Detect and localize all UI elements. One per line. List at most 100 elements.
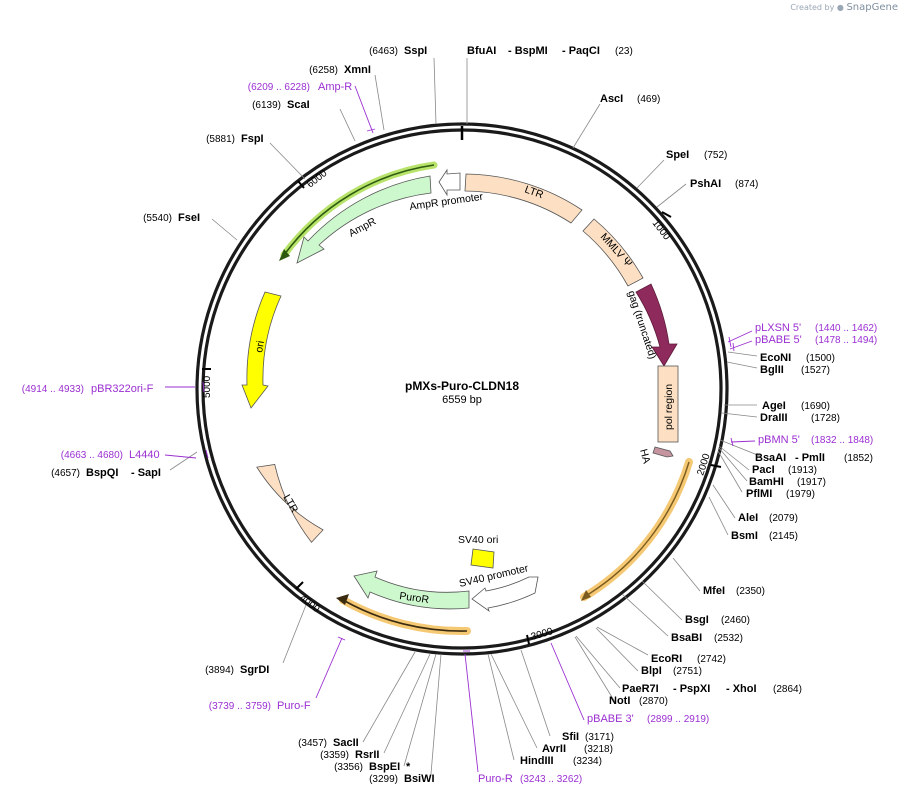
enzyme-econi: EcoNI — [760, 352, 791, 364]
enzyme-bsgi-pos: (2460) — [721, 615, 750, 626]
plasmid-name: pMXs-Puro-CLDN18 — [405, 379, 519, 393]
enzyme-asci-pos: (469) — [637, 94, 660, 105]
primer-pbr322ori-f-pos: (4914 .. 4933) — [22, 384, 84, 395]
enzyme-spei-pos: (752) — [704, 150, 727, 161]
enzyme-pmli: - PmlI — [795, 452, 825, 464]
enzyme-bamhi-pos: (1917) — [797, 477, 826, 488]
enzyme-bspei-star: * — [406, 761, 411, 773]
enzyme-bspei: BspEI — [369, 761, 400, 773]
primer-plxsn-5: pLXSN 5' — [755, 322, 801, 334]
enzyme-sapi: - SapI — [131, 467, 161, 479]
feature-mmlv-psi — [582, 218, 644, 287]
enzyme-pshai-pos: (874) — [735, 179, 758, 190]
label-ori: ori — [253, 340, 267, 354]
enzyme-bsabi-pos: (2532) — [714, 633, 743, 644]
enzyme-xmni: XmnI — [344, 64, 371, 76]
enzyme-blpi: BlpI — [641, 665, 662, 677]
enzyme-mfei-pos: (2350) — [736, 586, 765, 597]
primer-pbmn-5: pBMN 5' — [758, 434, 800, 446]
enzyme-draiii-pos: (1728) — [811, 413, 840, 424]
features — [241, 168, 679, 613]
feature-ampr — [296, 175, 432, 264]
enzyme-noti: NotI — [609, 695, 630, 707]
enzyme-hindiii: HindIII — [520, 755, 554, 767]
feature-ampr-promoter — [438, 168, 461, 197]
plasmid-size: 6559 bp — [442, 394, 482, 406]
enzyme-xhoi: - XhoI — [726, 683, 757, 695]
ampr-highlight — [279, 161, 438, 261]
enzyme-bglii-pos: (1527) — [801, 365, 830, 376]
primer-pbabe-3: pBABE 3' — [587, 713, 634, 725]
feature-ori — [241, 291, 282, 409]
feature-ltr-2 — [256, 464, 324, 543]
highlight-arc-2-line — [342, 599, 468, 632]
credit-brand: SnapGene — [846, 2, 898, 13]
primer-amp-r: Amp-R — [318, 81, 352, 93]
enzyme-blpi-pos: (2751) — [673, 666, 702, 677]
enzyme-pmli-pos: (1852) — [844, 453, 873, 464]
enzyme-fspi: FspI — [241, 133, 264, 145]
enzyme-bsiwi: BsiWI — [404, 773, 435, 785]
enzyme-noti-pos: (2870) — [639, 696, 668, 707]
enzyme-avrii: AvrII — [542, 743, 566, 755]
enzyme-bamhi: BamHI — [749, 476, 784, 488]
label-ltr-2: LTR — [280, 493, 300, 516]
enzyme-pflmi-pos: (1979) — [786, 489, 815, 500]
primer-pbabe-5: pBABE 5' — [755, 334, 802, 346]
credit-prefix: Created by — [790, 3, 835, 12]
enzyme-sfii: SfiI — [562, 731, 579, 743]
highlight-arrow-1 — [581, 590, 591, 601]
enzyme-bsaai: BsaAI — [755, 452, 786, 464]
enzyme-bfuai: BfuAI — [467, 45, 496, 57]
enzyme-fspi-pos: (5881) — [206, 134, 235, 145]
primer-puro-r: Puro-R — [478, 773, 513, 785]
enzyme-paci: PacI — [752, 464, 775, 476]
enzyme-pflmi: PflMI — [746, 488, 772, 500]
enzyme-rsrii: RsrII — [355, 749, 379, 761]
enzyme-xmni-pos: (6258) — [309, 65, 338, 76]
enzyme-sspi-pos: (6463) — [369, 46, 398, 57]
enzyme-agei: AgeI — [762, 400, 786, 412]
enzyme-xhoi-pos: (2864) — [773, 684, 802, 695]
enzyme-sfii-pos: (3171) — [585, 732, 614, 743]
enzyme-bsmi: BsmI — [731, 530, 758, 542]
enzyme-pshai: PshAI — [690, 178, 721, 190]
highlight-arcs — [336, 458, 693, 636]
enzyme-hindiii-pos: (3234) — [573, 756, 602, 767]
enzyme-paer7i: PaeR7I — [622, 683, 659, 695]
label-pol-region: pol region — [663, 384, 675, 430]
enzyme-paqci-pos: (23) — [615, 46, 633, 57]
feature-ltr-1 — [464, 173, 583, 224]
primer-plxsn-5-pos: (1440 .. 1462) — [815, 323, 877, 334]
feature-sv40-ori — [470, 548, 495, 569]
snapgene-logo-icon: ● — [836, 3, 844, 12]
enzyme-sgrdi-pos: (3894) — [205, 665, 234, 676]
enzyme-pspxi: - PspXI — [673, 683, 710, 695]
enzyme-scai-pos: (6139) — [252, 100, 281, 111]
enzyme-sacii: SacII — [333, 737, 359, 749]
enzyme-avrii-pos: (3218) — [584, 744, 613, 755]
highlight-arrow-2 — [336, 594, 349, 605]
feature-puror — [353, 570, 470, 610]
primer-leaders — [164, 85, 756, 773]
feature-gag — [635, 283, 678, 367]
enzyme-bspqi: BspQI — [86, 467, 118, 479]
enzyme-rsrii-pos: (3359) — [320, 750, 349, 761]
enzyme-alei-pos: (2079) — [769, 513, 798, 524]
primer-pbabe-5-pos: (1478 .. 1494) — [815, 335, 877, 346]
enzyme-ecori-pos: (2742) — [697, 654, 726, 665]
primer-puro-r-pos: (3243 .. 3262) — [520, 774, 582, 785]
primer-amp-r-pos: (6209 .. 6228) — [248, 82, 310, 93]
enzyme-paqci: - PaqCI — [562, 45, 600, 57]
enzyme-fsei: FseI — [178, 212, 200, 224]
snapgene-credit: Created by ● SnapGene — [790, 2, 898, 13]
feature-sv40-promoter — [471, 576, 539, 613]
enzyme-scai: ScaI — [287, 99, 310, 111]
enzyme-bglii: BglII — [760, 364, 784, 376]
enzyme-sacii-pos: (3457) — [298, 738, 327, 749]
enzyme-sspi: SspI — [404, 45, 427, 57]
enzyme-bsgi: BsgI — [685, 614, 709, 626]
enzyme-labels: (6463) SspI BfuAI - BspMI - PaqCI (23) (… — [51, 45, 873, 785]
enzyme-leaders — [169, 57, 761, 775]
